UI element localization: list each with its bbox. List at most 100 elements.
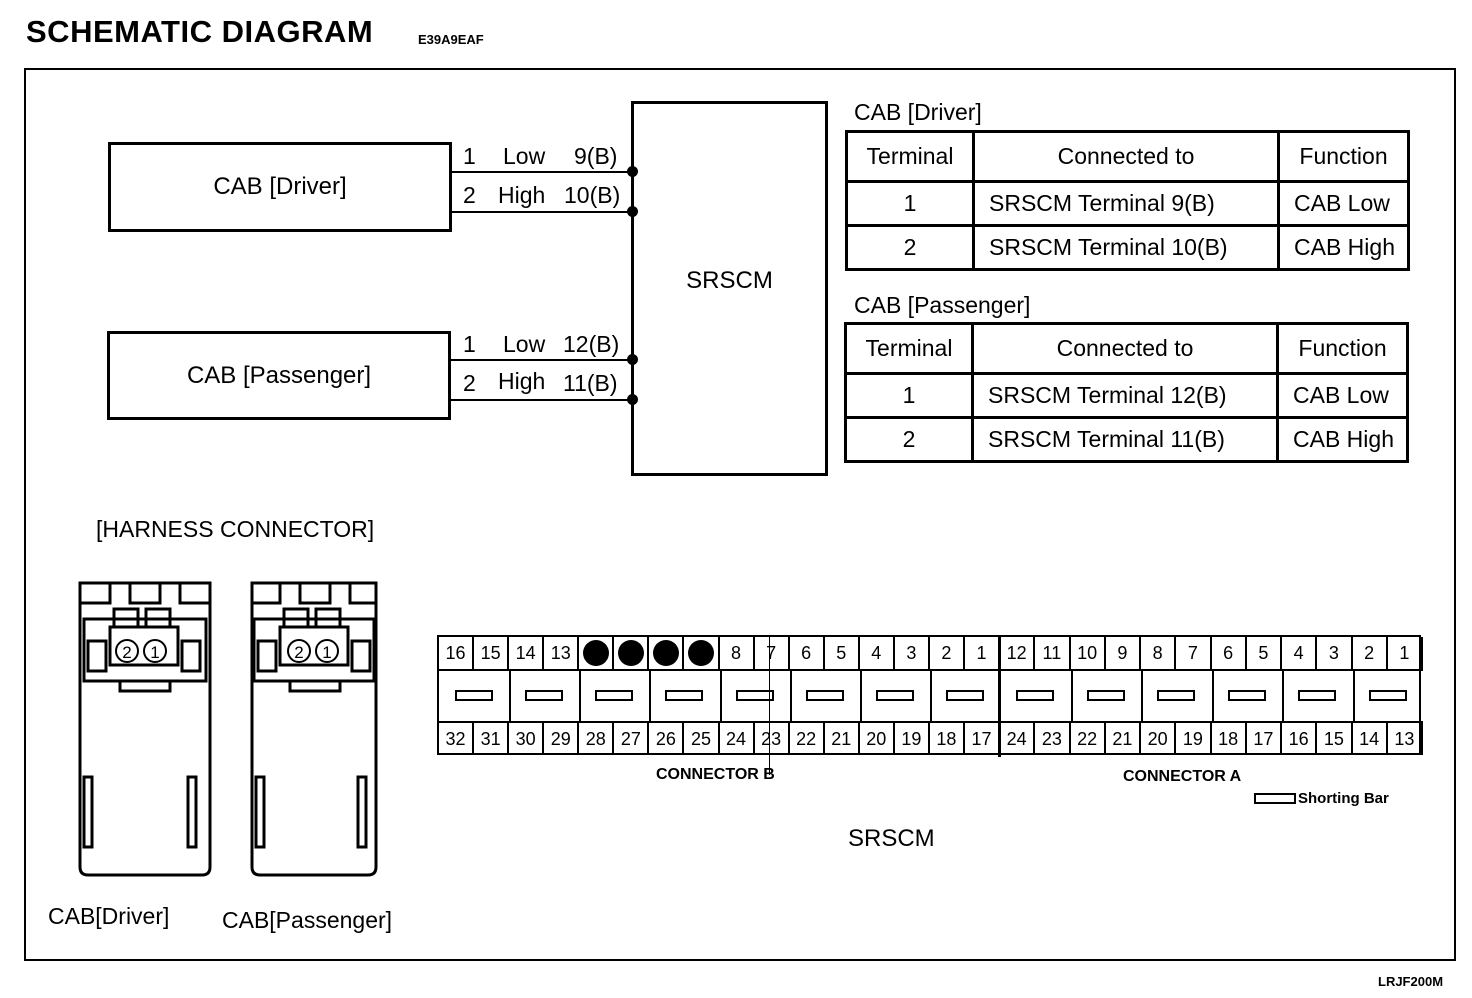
passenger-terminal-table: Terminal Connected to Function 1 SRSCM T…	[844, 322, 1409, 463]
table-cell: SRSCM Terminal 12(B)	[971, 372, 1279, 419]
used-pin-dot	[652, 640, 679, 666]
passenger-high-wire	[451, 399, 633, 401]
connector-a-top-pin-cell: 12	[1000, 637, 1036, 669]
connector-a-shorting-bar	[1086, 690, 1125, 701]
table-cell: 1	[845, 180, 975, 227]
connector-b-shorting-bar	[735, 690, 774, 701]
connector-a-bottom-pin-cell: 20	[1141, 723, 1177, 755]
connector-b-top-pin-cell: 13	[544, 637, 580, 669]
connector-b-top-pin-cell: 2	[930, 637, 965, 669]
driver-low-pin: 1	[463, 143, 476, 169]
pair-divider	[1070, 669, 1073, 721]
connector-b-top-pin-cell: 4	[860, 637, 895, 669]
table-cell: SRSCM Terminal 10(B)	[972, 224, 1280, 271]
cab-driver-connector-drawing: 2 1	[78, 581, 212, 877]
pair-divider	[1352, 669, 1355, 721]
connector-b-top-pin-cell: 6	[790, 637, 825, 669]
connector-separator	[998, 637, 1001, 757]
connector-a-bottom-pin-cell: 21	[1106, 723, 1141, 755]
table-header-cell: Connected to	[972, 130, 1280, 183]
connector-b-top-pin-cell: 16	[439, 637, 475, 669]
connector-a-bottom-pin-cell: 16	[1282, 723, 1318, 755]
connector-a-shorting-bar	[1016, 690, 1055, 701]
connector-a-top-pin-cell: 10	[1071, 637, 1106, 669]
pair-divider	[719, 669, 722, 721]
table-cell: SRSCM Terminal 9(B)	[972, 180, 1280, 227]
pair-divider	[1141, 669, 1143, 721]
connector-b-shorting-bar	[525, 690, 564, 701]
connector-a-bottom-pin-cell: 19	[1176, 723, 1212, 755]
driver-high-term: 10(B)	[564, 182, 621, 208]
table-cell: CAB Low	[1277, 180, 1410, 227]
used-pin-dot	[617, 640, 644, 666]
driver-terminal-table: Terminal Connected to Function 1 SRSCM T…	[845, 130, 1410, 271]
connector-b-top-pin-cell: 5	[825, 637, 860, 669]
connector-b-shorting-bar	[945, 690, 984, 701]
table-row: 1 SRSCM Terminal 12(B) CAB Low	[844, 372, 1409, 419]
pair-divider	[929, 669, 932, 721]
driver-table-caption: CAB [Driver]	[854, 99, 982, 125]
driver-high-wire	[452, 211, 633, 213]
passenger-pin-2-label: 2	[294, 643, 303, 662]
connector-b-bottom-pin-cell: 19	[895, 723, 930, 755]
table-cell: SRSCM Terminal 11(B)	[971, 416, 1279, 463]
connector-a-bottom-pin-cell: 18	[1212, 723, 1247, 755]
connector-a-shorting-bar	[1227, 690, 1266, 701]
connector-b-bottom-pin-cell: 25	[684, 723, 720, 755]
table-cell: 2	[844, 416, 974, 463]
table-row: 1 SRSCM Terminal 9(B) CAB Low	[845, 180, 1410, 227]
connector-b-top-pin-cell: 15	[474, 637, 510, 669]
pair-divider	[579, 669, 582, 721]
diagram-frame	[24, 68, 1456, 961]
connector-b-bottom-pin-cell: 29	[544, 723, 580, 755]
table-row: 2 SRSCM Terminal 11(B) CAB High	[844, 416, 1409, 463]
passenger-low-junction	[627, 354, 638, 365]
pair-divider	[649, 669, 652, 721]
connector-a-top-pin-cell: 6	[1212, 637, 1247, 669]
connector-a-bottom-pin-cell: 15	[1317, 723, 1353, 755]
passenger-low-term: 12(B)	[563, 331, 620, 357]
used-pin-dot	[687, 640, 714, 666]
harness-connector-heading: [HARNESS CONNECTOR]	[96, 516, 375, 542]
driver-pin-2-label: 2	[122, 643, 131, 662]
connector-a-bottom-pin-cell: 17	[1247, 723, 1282, 755]
passenger-high-name: High	[498, 368, 546, 394]
shorting-bar-legend-icon	[1254, 793, 1296, 804]
connector-a-bottom-pin-cell: 14	[1353, 723, 1388, 755]
table-header-row: Terminal Connected to Function	[844, 322, 1409, 375]
table-header-cell: Connected to	[971, 322, 1279, 375]
driver-low-wire	[452, 171, 633, 173]
connector-b-top-pin-cell	[649, 637, 685, 669]
driver-low-term: 9(B)	[574, 143, 618, 169]
table-header-cell: Terminal	[845, 130, 975, 183]
table-row: 2 SRSCM Terminal 10(B) CAB High	[845, 224, 1410, 271]
connector-b-top-pin-cell	[614, 637, 650, 669]
connector-b-center-line	[768, 637, 770, 775]
cab-passenger-box: CAB [Passenger]	[107, 331, 451, 420]
connector-a-top-pin-cell: 4	[1282, 637, 1318, 669]
cab-passenger-connector-drawing: 2 1	[250, 581, 378, 877]
connector-b-bottom-pin-cell: 24	[720, 723, 755, 755]
connector-a-top-pin-cell: 5	[1247, 637, 1282, 669]
connector-b-shorting-bar	[665, 690, 704, 701]
connector-b-bottom-pin-cell: 27	[614, 723, 650, 755]
pair-divider	[1211, 669, 1214, 721]
driver-high-junction	[627, 206, 638, 217]
srscm-connector-title: SRSCM	[848, 825, 935, 852]
srscm-module-label: SRSCM	[686, 266, 773, 294]
connector-b-top-pin-cell: 1	[965, 637, 1000, 669]
pair-divider	[789, 669, 792, 721]
pair-divider	[1282, 669, 1284, 721]
connector-b-top-pin-cell: 7	[755, 637, 790, 669]
table-header-cell: Terminal	[844, 322, 974, 375]
grid-row-divider	[439, 721, 1423, 723]
passenger-low-wire	[451, 359, 633, 361]
srscm-module: SRSCM	[631, 101, 828, 476]
connector-b-bottom-pin-cell: 23	[755, 723, 790, 755]
connector-b-shorting-bar	[875, 690, 914, 701]
connector-a-bottom-pin-cell: 24	[1000, 723, 1036, 755]
table-cell: 2	[845, 224, 975, 271]
shorting-bar-legend-label: Shorting Bar	[1298, 790, 1389, 807]
table-cell: CAB Low	[1276, 372, 1409, 419]
